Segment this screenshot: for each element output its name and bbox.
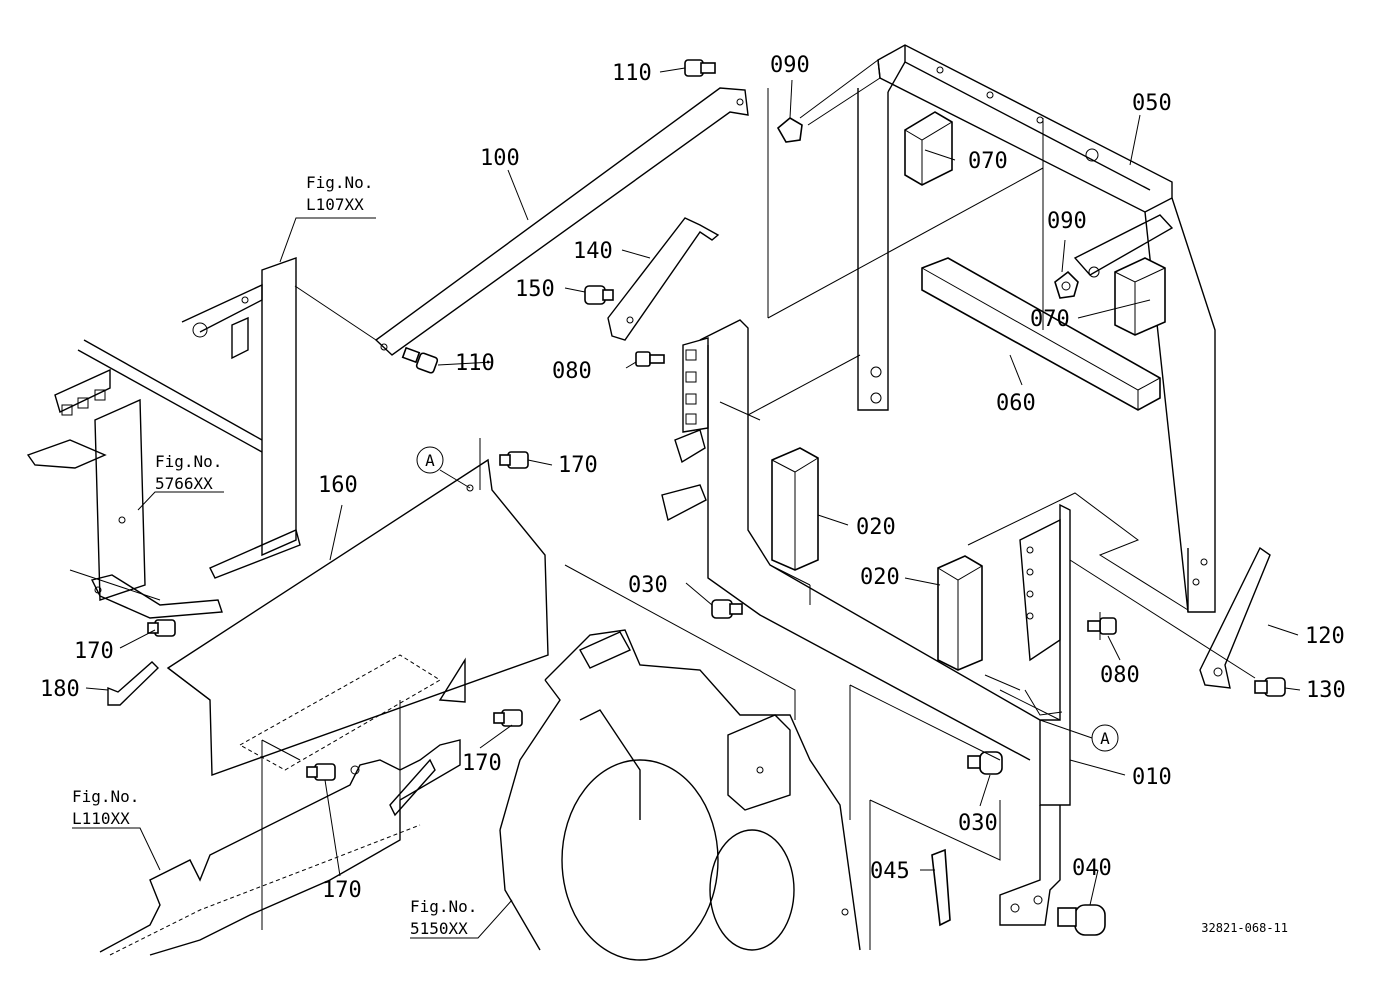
label-090-upper: 090: [770, 53, 810, 78]
rubber-block-020-upper: [771, 447, 819, 571]
label-110-upper: 110: [612, 61, 652, 86]
bolt-170-left: [147, 619, 176, 637]
label-170-middle: 170: [462, 751, 502, 776]
label-180: 180: [40, 677, 80, 702]
drawing-number: 32821-068-11: [1201, 921, 1288, 935]
label-080-left: 080: [552, 359, 592, 384]
label-170-top: 170: [558, 453, 598, 478]
stay-100: [374, 87, 749, 356]
label-020-upper: 020: [856, 515, 896, 540]
label-070-upper: 070: [968, 149, 1008, 174]
frame-5766: [26, 339, 263, 619]
bracket-140: [607, 217, 720, 341]
label-030-upper: 030: [628, 573, 668, 598]
flywheel-housing-5150: [499, 629, 861, 961]
clip-090-lower: [1054, 270, 1079, 299]
callout-a-2: A: [1091, 724, 1119, 752]
bolt-080-left: [635, 351, 665, 367]
figure-ref-5150-line2: 5150XX: [410, 919, 468, 938]
label-040: 040: [1072, 856, 1112, 881]
bracket-l107: [181, 257, 301, 579]
bolt-170-top: [499, 451, 529, 469]
figure-ref-l110: Fig.No. L110XX: [72, 787, 161, 871]
bolt-130: [1254, 677, 1286, 697]
label-130: 130: [1306, 678, 1346, 703]
clip-090-upper: [776, 117, 803, 143]
bolt-030-upper: [711, 599, 743, 619]
label-020-lower: 020: [860, 565, 900, 590]
figure-ref-l107-line1: Fig.No.: [306, 173, 373, 192]
label-050: 050: [1132, 91, 1172, 116]
callout-a-1: A: [416, 446, 444, 474]
base-frame-l110: [99, 739, 461, 956]
callout-a-2-text: A: [1100, 729, 1110, 748]
reference-lines: [69, 88, 1256, 950]
part-number-labels: 110 090 050 100 070 140 090 150 070 110 …: [40, 53, 1346, 903]
label-150: 150: [515, 277, 555, 302]
bolt-170-bottom: [306, 763, 336, 781]
figure-ref-5150-line1: Fig.No.: [410, 897, 477, 916]
figure-ref-l107-line2: L107XX: [306, 195, 364, 214]
cover-160: [166, 458, 549, 776]
bolt-170-middle: [493, 709, 523, 727]
figure-ref-l110-line1: Fig.No.: [72, 787, 139, 806]
label-140: 140: [573, 239, 613, 264]
bolt-150: [584, 285, 614, 305]
label-080-right: 080: [1100, 663, 1140, 688]
figure-ref-l107: Fig.No. L107XX: [279, 173, 376, 263]
label-leaders: [85, 67, 1301, 906]
label-170-left: 170: [74, 639, 114, 664]
bolt-030-lower: [967, 751, 1003, 775]
figure-ref-l110-line2: L110XX: [72, 809, 130, 828]
bolt-110-upper: [684, 59, 716, 77]
rubber-block-070-upper: [904, 111, 953, 186]
figure-ref-5766: Fig.No. 5766XX: [137, 452, 224, 511]
label-030-lower: 030: [958, 811, 998, 836]
label-045: 045: [870, 859, 910, 884]
bar-060: [921, 257, 1161, 411]
label-090-lower: 090: [1047, 209, 1087, 234]
bracket-120: [1199, 546, 1271, 689]
frame-050: [799, 44, 1216, 613]
label-060: 060: [996, 391, 1036, 416]
label-100: 100: [480, 146, 520, 171]
bolt-110-lower: [401, 346, 439, 374]
cushion-045: [931, 848, 951, 927]
callout-a-1-text: A: [425, 451, 435, 470]
rubber-block-070-lower: [1114, 257, 1166, 336]
pipe-180: [107, 661, 159, 706]
bolt-040: [1057, 904, 1106, 936]
bolt-080-right: [1087, 617, 1117, 635]
label-120: 120: [1305, 624, 1345, 649]
label-170-bottom: 170: [322, 878, 362, 903]
figure-ref-5150: Fig.No. 5150XX: [410, 897, 513, 939]
label-110-lower: 110: [455, 351, 495, 376]
bracket-010: [661, 319, 1071, 926]
label-070-lower: 070: [1030, 307, 1070, 332]
figure-ref-5766-line2: 5766XX: [155, 474, 213, 493]
figure-ref-5766-line1: Fig.No.: [155, 452, 222, 471]
rubber-block-020-lower: [937, 555, 983, 671]
label-010: 010: [1132, 765, 1172, 790]
label-160: 160: [318, 473, 358, 498]
